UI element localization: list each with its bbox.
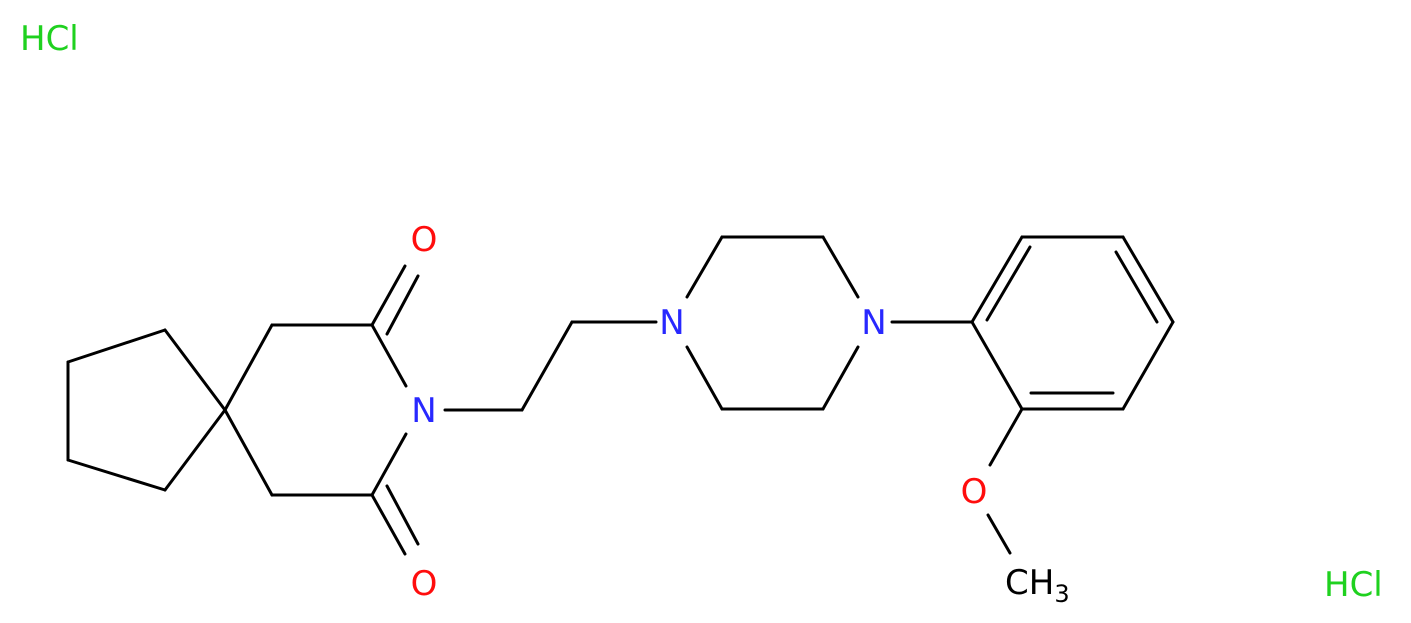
bond-co-top-b <box>385 274 420 336</box>
bond-bz-3 <box>1121 235 1175 324</box>
methyl-ch: CH <box>1005 563 1054 603</box>
bond-co-bot-b <box>385 484 420 546</box>
methyl-subscript: 3 <box>1054 580 1069 608</box>
bond-pz-4 <box>821 345 860 411</box>
bond-bz-4 <box>1121 320 1175 411</box>
atom-labels: N N N O O O CH3 <box>411 220 1070 608</box>
bond-bz-3-inner <box>1114 250 1159 324</box>
bond-co-top-a <box>370 264 407 327</box>
bond-cp-3 <box>163 408 227 492</box>
bond-gl-1 <box>223 323 274 412</box>
bond-pz-3 <box>821 235 860 299</box>
atom-o-carbonyl-bottom: O <box>411 564 438 604</box>
bond-gl-6 <box>223 408 274 497</box>
bond-bz-1 <box>970 235 1024 324</box>
atom-n-piperazine-right: N <box>861 303 886 343</box>
atom-methyl: CH3 <box>1005 563 1070 608</box>
atom-n-piperazine-left: N <box>659 303 684 343</box>
bond-o-ch3 <box>986 513 1012 555</box>
bond-aryl-o <box>988 407 1024 467</box>
bond-pz-6 <box>685 345 724 411</box>
bond-pz-1 <box>685 235 724 299</box>
bond-gl-4 <box>370 432 408 497</box>
bond-co-bot-a <box>370 493 407 556</box>
bond-gl-3 <box>370 323 408 388</box>
bonds <box>66 235 1175 556</box>
bond-ch2-2 <box>520 320 574 412</box>
bond-cp-1 <box>66 328 167 364</box>
salt-labels: HCl HCl <box>20 19 1383 605</box>
hcl-label-top-left: HCl <box>20 19 79 59</box>
atom-n-imide: N <box>411 391 436 431</box>
hcl-label-bottom-right: HCl <box>1324 565 1383 605</box>
atom-o-carbonyl-top: O <box>411 220 438 260</box>
bond-cp-2 <box>163 328 227 412</box>
bond-bz-1-inner <box>985 245 1032 322</box>
bond-bz-6 <box>970 320 1024 411</box>
atom-o-methoxy: O <box>961 472 988 512</box>
bond-cp-4 <box>66 458 167 492</box>
